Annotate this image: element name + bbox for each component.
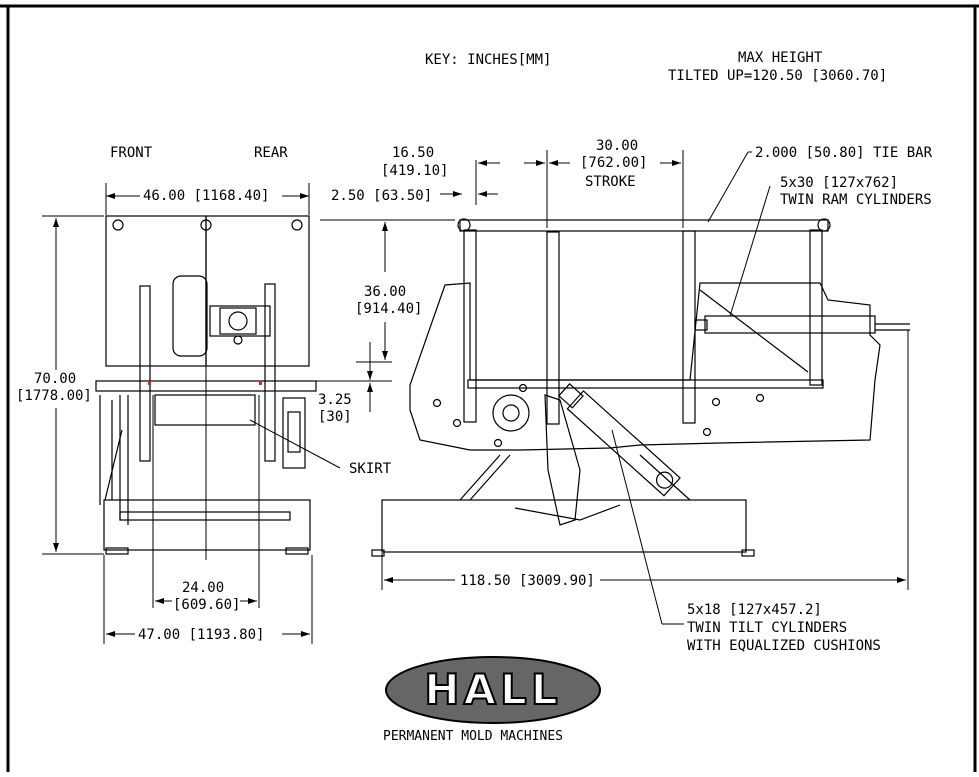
end-inner-width-mm: [609.60] xyxy=(173,597,240,613)
sheet-border xyxy=(0,4,979,772)
skirt-label: SKIRT xyxy=(349,461,392,477)
skirt-drop-mm: [30] xyxy=(318,409,352,425)
ram-line1: 5x30 [127x762] xyxy=(780,175,898,191)
max-height-line1: MAX HEIGHT xyxy=(738,50,823,66)
end-height-in: 70.00 xyxy=(34,371,76,387)
side-offset-small: 2.50 [63.50] xyxy=(331,188,432,204)
stroke-mm: [762.00] xyxy=(580,155,647,171)
hall-logo: HALL xyxy=(385,656,601,724)
ram-line2: TWIN RAM CYLINDERS xyxy=(780,192,932,208)
stroke-in: 30.00 xyxy=(596,138,638,154)
end-inner-width-in: 24.00 xyxy=(182,580,224,596)
side-height-mm: [914.40] xyxy=(355,301,422,317)
logo-tagline: PERMANENT MOLD MACHINES xyxy=(383,729,563,744)
key-label: KEY: INCHES[MM] xyxy=(425,52,551,68)
end-view-red-marks xyxy=(148,381,262,385)
front-label: FRONT xyxy=(110,145,153,161)
side-view xyxy=(371,218,910,557)
side-height-in: 36.00 xyxy=(364,284,406,300)
end-view xyxy=(95,215,317,560)
end-height-mm: [1778.00] xyxy=(16,388,92,404)
side-view-dimensions xyxy=(316,150,909,625)
max-height-line2: TILTED UP=120.50 [3060.70] xyxy=(668,68,887,84)
tilt-line3: WITH EQUALIZED CUSHIONS xyxy=(687,638,881,654)
tilt-line1: 5x18 [127x457.2] xyxy=(687,602,822,618)
tilt-line2: TWIN TILT CYLINDERS xyxy=(687,620,847,636)
side-offset-mm: [419.10] xyxy=(381,163,448,179)
side-offset-in: 16.50 xyxy=(392,145,434,161)
logo-brand: HALL xyxy=(424,665,561,714)
end-view-dimensions xyxy=(42,183,341,644)
skirt-drop-in: 3.25 xyxy=(318,392,352,408)
end-base-width: 47.00 [1193.80] xyxy=(138,627,264,643)
side-length: 118.50 [3009.90] xyxy=(460,573,595,589)
rear-label: REAR xyxy=(254,145,288,161)
stroke-label: STROKE xyxy=(585,174,636,190)
tie-bar-label: 2.000 [50.80] TIE BAR xyxy=(755,145,933,161)
end-top-width: 46.00 [1168.40] xyxy=(143,188,269,204)
